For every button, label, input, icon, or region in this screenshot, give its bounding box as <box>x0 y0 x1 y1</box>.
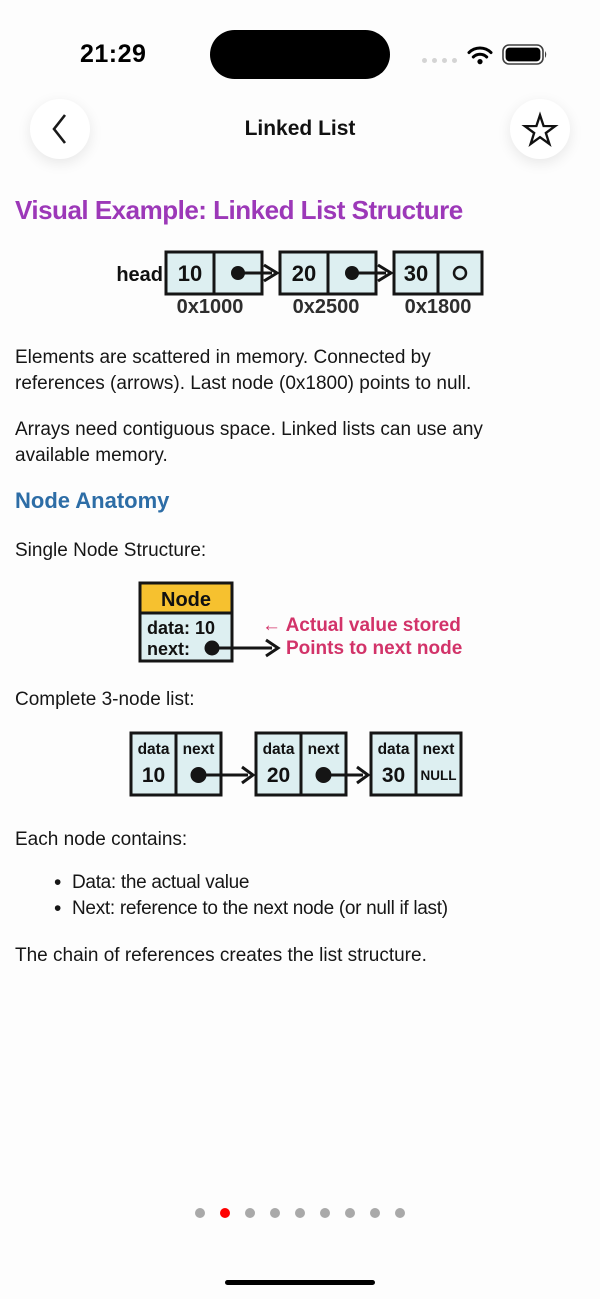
anatomy-next-label: next: <box>147 639 190 659</box>
page-title: Linked List <box>244 117 356 140</box>
paragraph-scattered-memory: Elements are scattered in memory. Connec… <box>15 347 472 394</box>
col-header-data: data <box>263 741 295 758</box>
annotation-points-next: Points to next node <box>286 638 462 659</box>
memory-node-data-cell <box>392 250 440 296</box>
section-heading-visual-example: Visual Example: Linked List Structure <box>15 195 463 225</box>
battery-icon <box>502 44 547 65</box>
status-time: 21:29 <box>80 40 147 68</box>
list-node-value: 20 <box>267 764 290 787</box>
status-icons <box>422 44 549 65</box>
page-dot[interactable] <box>320 1208 330 1218</box>
memory-layout-diagram: head 10 20 30 0x1000 0x2500 0x1800 <box>116 250 484 318</box>
memory-node-value: 10 <box>178 261 202 286</box>
section-heading-node-anatomy: Node Anatomy <box>15 488 170 513</box>
page-dot[interactable] <box>295 1208 305 1218</box>
page-dot[interactable] <box>245 1208 255 1218</box>
list-node-value: 30 <box>382 764 405 787</box>
list-node-value: 10 <box>142 764 165 787</box>
node-anatomy-diagram: Node data: 10 next: ← Actual value store… <box>138 581 462 663</box>
list-item: Next: reference to the next node (or nul… <box>0 896 600 922</box>
node-contents-list: Data: the actual value Next: reference t… <box>0 870 600 922</box>
closing-paragraph: The chain of references creates the list… <box>15 945 427 966</box>
page-dot[interactable] <box>345 1208 355 1218</box>
each-node-label: Each node contains: <box>15 829 188 850</box>
three-node-list-diagram: data next 10 data next 20 data next 30 N… <box>129 731 463 797</box>
arrowhead-icon <box>265 638 281 658</box>
col-header-next: next <box>183 741 215 758</box>
paragraph-contiguous-space: Arrays need contiguous space. Linked lis… <box>15 419 483 466</box>
page-dot[interactable] <box>370 1208 380 1218</box>
head-label: head <box>116 264 163 286</box>
arrowhead-icon <box>377 263 394 283</box>
single-node-structure-label: Single Node Structure: <box>15 540 207 561</box>
null-circle-icon <box>452 265 468 281</box>
memory-address: 0x1800 <box>405 296 472 318</box>
page-dot-active[interactable] <box>220 1208 230 1218</box>
page-dots <box>0 1208 600 1218</box>
page-dot[interactable] <box>395 1208 405 1218</box>
memory-address: 0x1000 <box>177 296 244 318</box>
col-header-next: next <box>423 741 455 758</box>
anatomy-title: Node <box>161 589 211 611</box>
arrowhead-icon <box>241 765 256 785</box>
star-icon <box>521 110 559 147</box>
back-button[interactable] <box>30 99 90 159</box>
list-item: Data: the actual value <box>0 870 600 896</box>
memory-node-value: 20 <box>292 261 316 286</box>
null-label: NULL <box>421 768 457 783</box>
memory-node-data-cell <box>164 250 216 296</box>
annotation-actual-value: ← Actual value stored <box>262 615 461 636</box>
complete-list-label: Complete 3-node list: <box>15 689 195 710</box>
arrowhead-icon <box>356 765 371 785</box>
arrowhead-icon <box>263 263 280 283</box>
anatomy-header-cell <box>138 581 234 615</box>
cellular-signal-dots-icon <box>422 57 457 63</box>
col-header-next: next <box>308 741 340 758</box>
col-header-data: data <box>138 741 170 758</box>
col-header-data: data <box>378 741 410 758</box>
page-dot[interactable] <box>195 1208 205 1218</box>
wifi-icon <box>467 46 493 65</box>
page-dot[interactable] <box>270 1208 280 1218</box>
anatomy-data-row: data: 10 <box>147 618 215 638</box>
chevron-left-icon <box>52 114 67 144</box>
memory-address: 0x2500 <box>293 296 360 318</box>
memory-node-value: 30 <box>404 261 428 286</box>
home-indicator[interactable] <box>225 1280 375 1285</box>
memory-node-next-cell <box>436 250 484 296</box>
favorite-button[interactable] <box>510 99 570 159</box>
dynamic-island <box>210 30 390 79</box>
